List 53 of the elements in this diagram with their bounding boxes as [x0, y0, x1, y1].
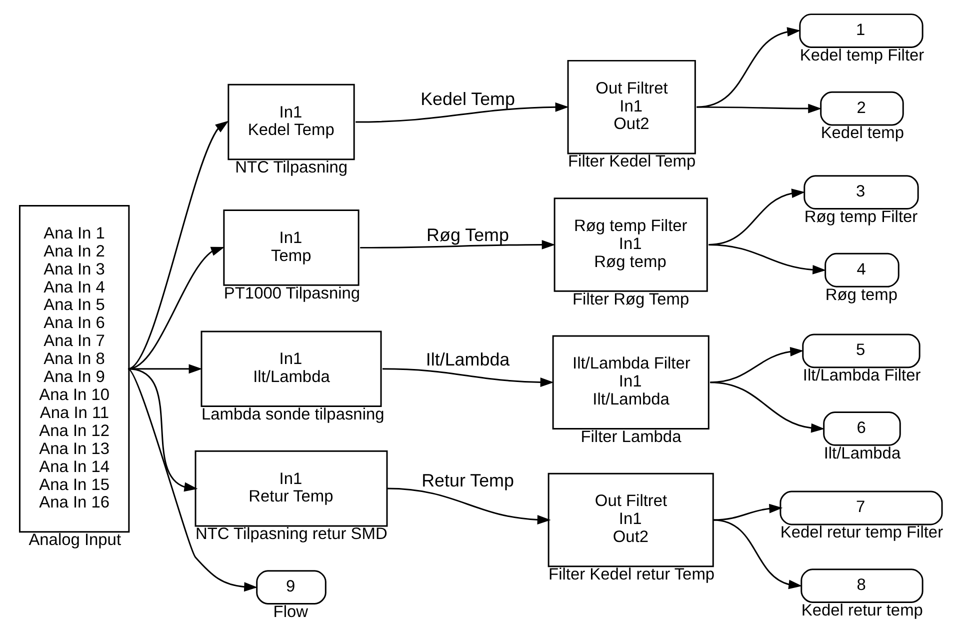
edge-label: Ilt/Lambda: [425, 349, 510, 370]
arrow: [696, 27, 800, 108]
node-box: 7: [779, 490, 942, 526]
node-label: Kedel temp: [820, 124, 904, 142]
node-box: 6: [822, 412, 900, 446]
node-box: Røg temp Filter In1 Røg temp: [553, 198, 708, 292]
edge-label: Retur Temp: [421, 470, 514, 490]
node-label: NTC Tilpasning retur SMD: [195, 525, 387, 544]
edge-label: Kedel Temp: [420, 88, 514, 109]
node-label: Flow: [272, 602, 308, 621]
node-box: 9: [256, 570, 326, 604]
node-box: In1 Temp: [222, 210, 359, 286]
arrow: [712, 519, 802, 590]
node-label: Filter Lambda: [580, 428, 681, 446]
node-box: In1 Ilt/Lambda: [200, 330, 382, 408]
node-box: In1 Kedel Temp: [227, 84, 354, 160]
node-box: Out Filtret In1 Out2: [547, 472, 714, 568]
edge-label: Røg Temp: [426, 225, 508, 246]
arrow: [696, 104, 822, 114]
node-label: Filter Kedel retur Temp: [548, 566, 714, 584]
arrow: [355, 102, 568, 123]
arrow: [127, 120, 228, 370]
arrow: [710, 382, 824, 433]
node-label: Kedel temp Filter: [799, 46, 924, 64]
arrow: [708, 244, 826, 274]
arrow: [128, 368, 198, 492]
arrow: [712, 504, 782, 521]
node-box: 1: [798, 14, 923, 48]
node-label: Analog Input: [28, 531, 121, 550]
node-label: Ilt/Lambda Filter: [802, 366, 920, 385]
arrow: [360, 240, 555, 250]
node-box: 2: [820, 91, 904, 126]
node-label: Kedel retur temp: [800, 601, 922, 620]
node-box: 5: [802, 334, 920, 368]
node-box: Out Filtret In1 Out2: [566, 60, 696, 154]
node-label: Røg temp: [824, 286, 897, 304]
arrow: [127, 368, 258, 592]
node-label: Lambda sonde tilpasning: [200, 405, 384, 424]
node-box: Ana In 1 Ana In 2 Ana In 3 Ana In 4 Ana In 5 Ana In 6 Ana In 7 Ana In 8 Ana In 9 Ana In 10 Ana In 11 Ana In 12 Ana In 13 Ana In 14 Ana In 15 Ana In 16: [18, 205, 130, 533]
node-label: Kedel retur temp Filter: [780, 524, 943, 542]
node-label: Ilt/Lambda: [823, 444, 900, 462]
node-label: Filter Kedel Temp: [568, 152, 696, 171]
node-box: In1 Retur Temp: [194, 450, 388, 527]
arrow: [386, 488, 550, 524]
node-label: Røg temp Filter: [804, 208, 918, 226]
node-box: 4: [824, 252, 899, 288]
node-label: NTC Tilpasning: [234, 158, 348, 177]
node-box: 3: [803, 175, 918, 210]
node-box: Ilt/Lambda Filter In1 Ilt/Lambda: [552, 335, 709, 430]
arrow: [382, 368, 554, 387]
node-label: Filter Røg Temp: [572, 290, 689, 308]
node-label: PT1000 Tilpasning: [223, 284, 360, 302]
node-box: 8: [800, 568, 923, 603]
